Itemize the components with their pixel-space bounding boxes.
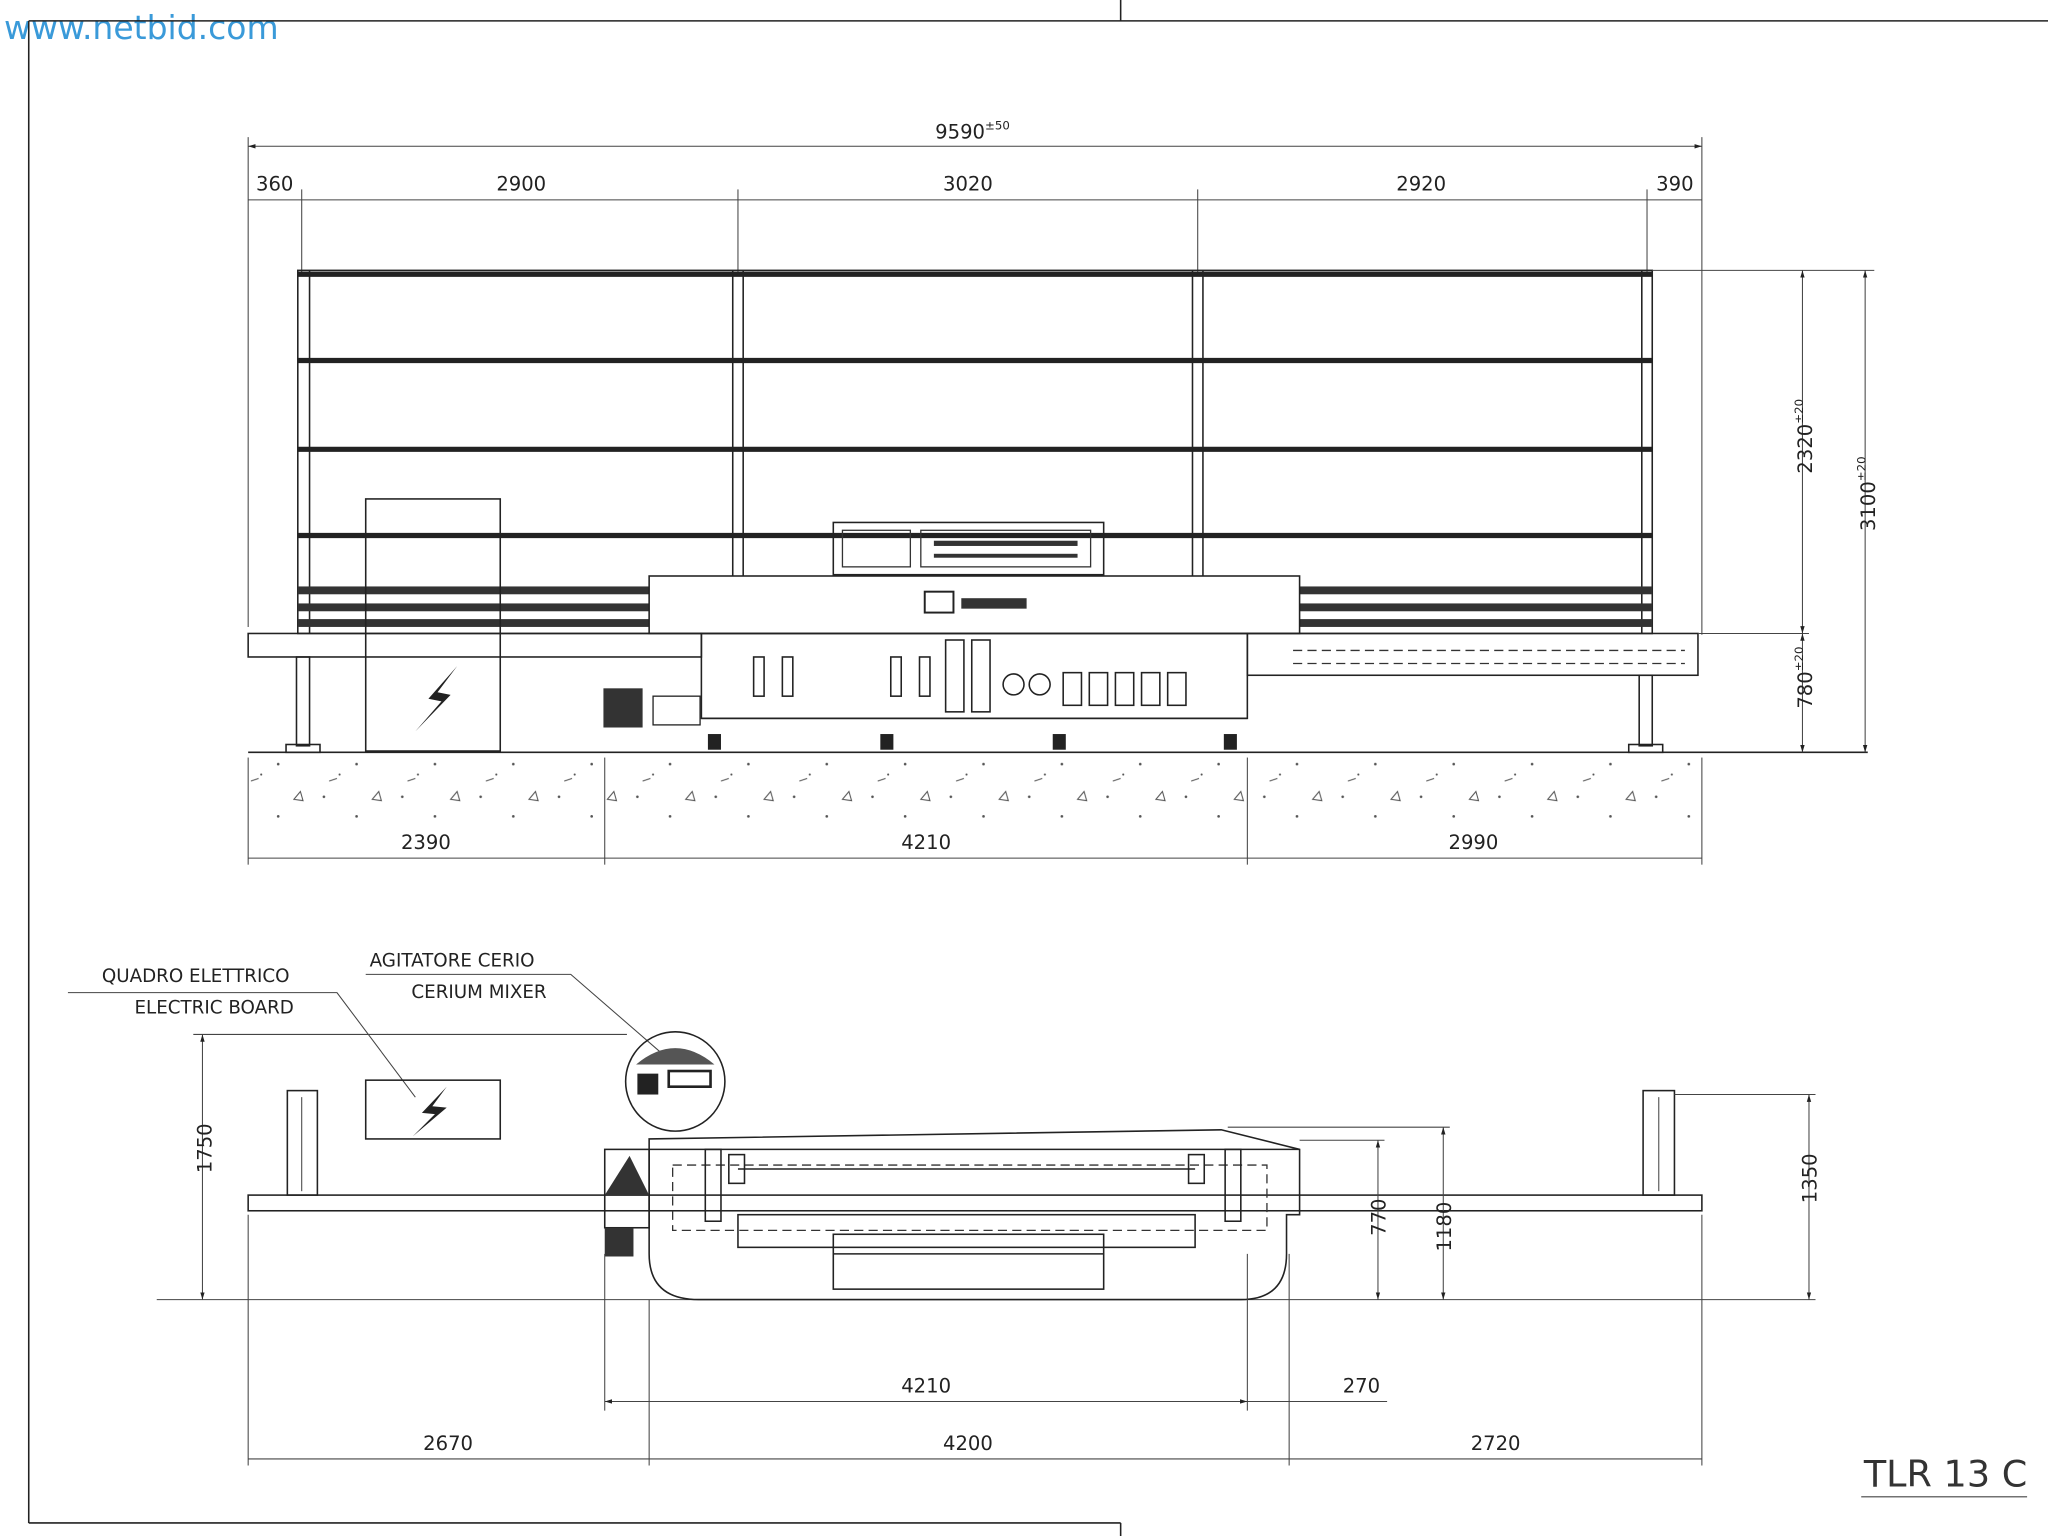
cerium-mixer xyxy=(624,1031,726,1132)
dim-top-segment: 360 xyxy=(256,173,293,196)
dim-rack-height: 2320±20 xyxy=(1792,399,1817,474)
dim-plan-segment: 2670 xyxy=(423,1432,473,1455)
dim-top-segment: 2900 xyxy=(496,173,546,196)
label-cerium-mixer-en: CERIUM MIXER xyxy=(411,982,547,1003)
dim-bottom-segment: 2390 xyxy=(401,831,451,854)
dim-bottom-segment: 2990 xyxy=(1448,831,1498,854)
edging-machine xyxy=(603,521,1301,750)
dim-total-height: 3100±20 xyxy=(1855,456,1880,531)
dim-overall-length: 9590±50 xyxy=(935,118,1010,143)
dim-top-segment: 3020 xyxy=(943,173,993,196)
dim-machine-length: 4210 xyxy=(901,1374,951,1397)
watermark: www.netbid.com xyxy=(4,8,279,47)
drawing-code: TLR 13 C xyxy=(1863,1452,2027,1495)
glass-rack xyxy=(297,269,1654,635)
dim-offset: 270 xyxy=(1343,1374,1380,1397)
label-electric-board-it: QUADRO ELETTRICO xyxy=(102,966,290,987)
dim-conveyor-height: 780±20 xyxy=(1792,647,1817,709)
lightning-icon xyxy=(415,666,458,732)
dim-top-segment: 2920 xyxy=(1396,173,1446,196)
plan-view: QUADRO ELETTRICO ELECTRIC BOARD AGITATOR… xyxy=(67,951,1822,1466)
electric-board-plan xyxy=(364,1079,502,1140)
dim-plan-segment: 2720 xyxy=(1471,1432,1521,1455)
dim-depth-total: 1750 xyxy=(193,1123,216,1173)
floor-hatch xyxy=(250,757,1698,823)
dim-depth-770: 770 xyxy=(1368,1199,1391,1236)
elevation-view: 9590±50 360 2900 3020 2920 390 xyxy=(247,118,1880,865)
sheet-frame xyxy=(27,0,2048,1536)
dim-top-segment: 390 xyxy=(1656,173,1693,196)
label-cerium-mixer-it: AGITATORE CERIO xyxy=(370,951,535,972)
dim-depth-1350: 1350 xyxy=(1799,1153,1822,1203)
dim-bottom-segment: 4210 xyxy=(901,831,951,854)
lightning-icon xyxy=(412,1086,447,1137)
conveyor xyxy=(247,632,1699,754)
dim-plan-segment: 4200 xyxy=(943,1432,993,1455)
electric-board xyxy=(364,498,502,752)
label-electric-board-en: ELECTRIC BOARD xyxy=(135,998,294,1019)
dim-depth-1180: 1180 xyxy=(1433,1202,1456,1252)
